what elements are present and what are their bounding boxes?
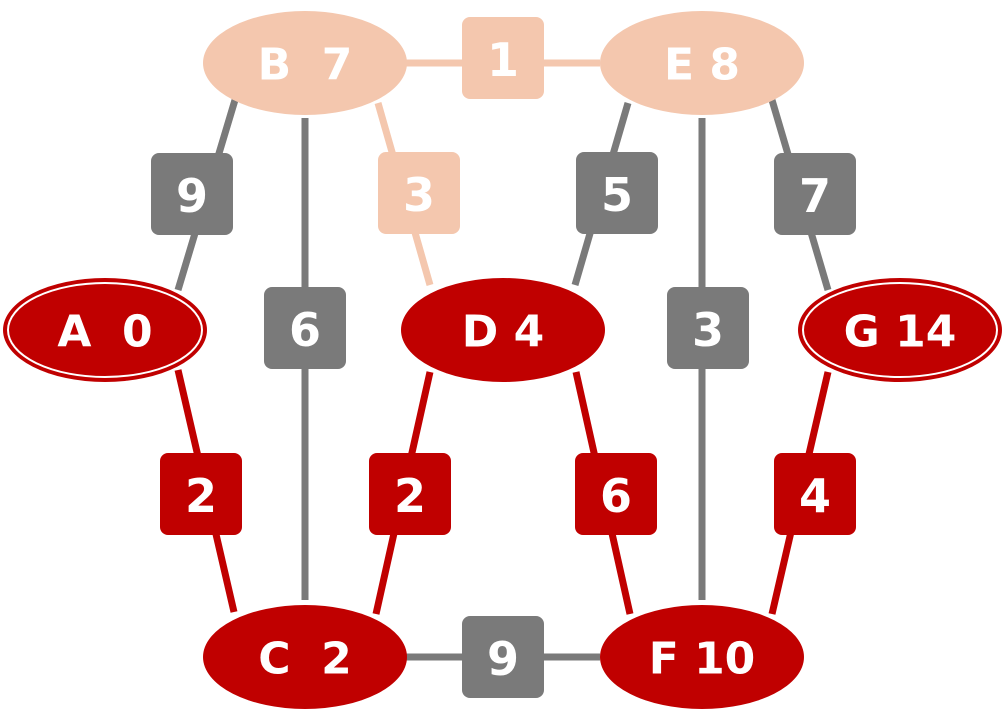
edge-weight-label: 6	[289, 303, 321, 357]
edge-E-G: 7	[768, 99, 856, 291]
edge-weight-label: 7	[799, 169, 831, 223]
edge-E-F: 3	[667, 118, 749, 600]
node-label: A 0	[57, 307, 152, 358]
edge-weight-label: 4	[799, 469, 831, 523]
edge-weight-box	[160, 453, 242, 535]
edge-B-C: 6	[264, 118, 346, 600]
node-F: F 10	[600, 605, 804, 709]
edge-weight-label: 2	[394, 469, 426, 523]
edge-weight-label: 1	[487, 33, 519, 87]
edge-weight-label: 9	[176, 169, 208, 223]
node-ellipse	[600, 11, 804, 115]
edge-weight-label: 6	[600, 469, 632, 523]
node-B: B 7	[203, 11, 407, 115]
edge-E-D: 5	[571, 102, 658, 286]
edge-weight-box	[369, 453, 451, 535]
node-label: C 2	[258, 634, 352, 685]
node-ellipse	[600, 605, 804, 709]
edge-D-F: 6	[572, 371, 657, 615]
edge-weight-box	[667, 287, 749, 369]
node-inner-ring	[802, 282, 998, 378]
edge-weight-box	[576, 152, 658, 234]
node-E: E 8	[600, 11, 804, 115]
edge-weight-label: 3	[403, 168, 435, 222]
edge-G-F: 4	[768, 371, 856, 615]
node-C: C 2	[203, 605, 407, 709]
edge-weight-label: 2	[185, 469, 217, 523]
edge-D-C: 2	[369, 371, 451, 615]
node-ellipse	[203, 605, 407, 709]
edge-B-A: 9	[151, 98, 239, 292]
node-A: A 0	[3, 278, 207, 382]
nodes-layer: A 0 B 7 C 2 D 4 E 8 F 10 G 14	[3, 11, 1002, 709]
edge-B-D: 3	[374, 102, 460, 286]
node-ellipse	[203, 11, 407, 115]
edge-weight-box	[774, 153, 856, 235]
edge-C-F: 9	[405, 616, 600, 698]
edge-weight-box	[264, 287, 346, 369]
edge-weight-box	[151, 153, 233, 235]
edge-weight-label: 3	[692, 303, 724, 357]
node-ellipse	[798, 278, 1002, 382]
edge-weight-label: 9	[487, 632, 519, 686]
node-label: E 8	[664, 40, 740, 91]
node-ellipse	[3, 278, 207, 382]
edge-weight-box	[462, 616, 544, 698]
edges-layer: 1 9 6 3 5 3 7 2 2 6 4 9	[151, 17, 856, 698]
node-label: F 10	[649, 634, 756, 685]
edge-B-E: 1	[405, 17, 600, 99]
node-label: D 4	[462, 307, 544, 358]
node-D: D 4	[401, 278, 605, 382]
edge-weight-box	[462, 17, 544, 99]
node-inner-ring	[7, 282, 203, 378]
edge-weight-box	[575, 453, 657, 535]
edge-weight-box	[378, 152, 460, 234]
node-label: G 14	[844, 307, 957, 358]
node-ellipse	[401, 278, 605, 382]
edge-weight-label: 5	[601, 168, 633, 222]
node-label: B 7	[258, 40, 353, 91]
edge-weight-box	[774, 453, 856, 535]
edge-A-C: 2	[160, 369, 242, 613]
node-G: G 14	[798, 278, 1002, 382]
